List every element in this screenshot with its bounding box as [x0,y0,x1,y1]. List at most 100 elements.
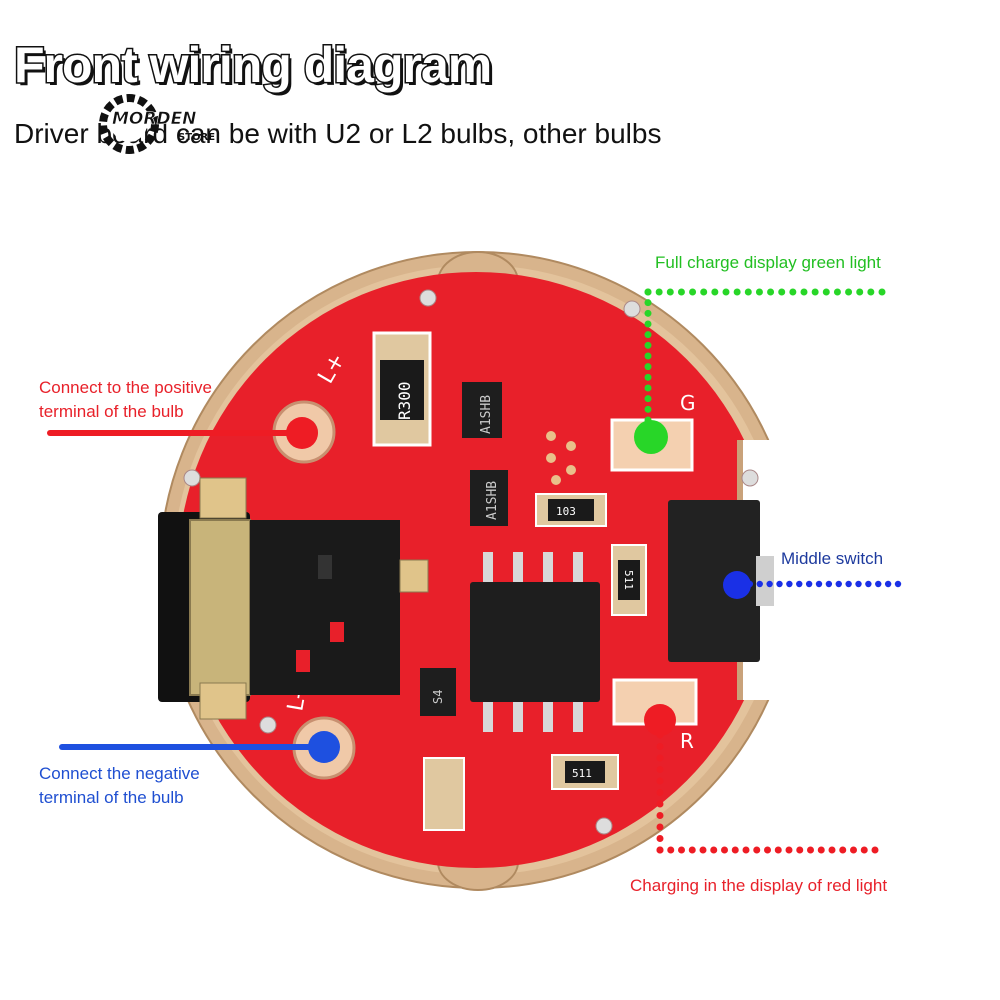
callout-dot-segment [817,846,825,854]
callout-dot-positive [286,417,318,449]
callout-dot-segment [656,823,664,831]
via [566,441,576,451]
chip-pin [573,702,583,732]
callout-dot-segment [733,288,741,296]
callout-dot-segment [756,580,763,588]
label-red-light: Charging in the display of red light [630,876,888,895]
callout-dot-segment [755,288,763,296]
callout-dot-segment [805,580,813,588]
callout-dot-segment [860,846,868,854]
label-negative-line1: Connect the negative [39,764,200,783]
corner-hole [419,289,437,307]
callout-dot-segment [767,288,775,296]
label-middle-switch: Middle switch [781,549,884,568]
callout-dot-segment [825,580,833,588]
via [546,431,556,441]
callout-dot-segment [689,288,697,296]
callout-dot-segment [742,846,750,854]
callout-dot-segment [656,777,664,785]
callout-dot-segment [867,288,875,296]
callout-dot-segment [855,580,862,588]
callout-dot-segment [656,743,664,750]
callout-dot-segment [875,580,882,588]
callout-dot-segment [644,395,652,403]
callout-line-red [656,731,879,854]
label-negative-line2: terminal of the bulb [39,788,184,807]
callout-dot-segment [678,846,685,854]
callout-dot-segment [865,580,872,588]
callout-dot-segment [811,288,819,296]
callout-dot-segment [644,331,652,339]
callout-dot-segment [815,580,823,588]
corner-hole [183,469,201,487]
callout-dot-segment [856,288,864,296]
label-positive-line2: terminal of the bulb [39,402,184,421]
middle-switch-body [668,500,760,662]
page-title: Front wiring diagram [12,36,493,95]
callout-dot-segment [656,835,664,842]
callout-dot-segment [796,580,803,588]
callout-dot-segment [656,789,664,796]
callout-dot-segment [666,288,674,296]
callout-dot-green [634,420,668,454]
corner-hole [259,716,277,734]
res-511-a-body [618,560,640,600]
store-logo-icon [99,94,159,154]
via [551,475,561,485]
chip-pin [483,702,493,732]
callout-dot-segment [644,299,652,307]
callout-dot-segment [878,288,886,296]
middle-switch-knob [756,556,774,606]
usb-connector-mark [296,650,310,672]
callout-dot-segment [828,846,836,854]
usb-connector-shell [189,519,251,696]
callout-dot-segment [835,580,842,588]
via [546,453,556,463]
cap-lower [423,757,465,831]
chip-pin [513,702,523,732]
chip-pin [543,552,553,582]
callout-dot-segment [894,580,902,588]
callout-dot-segment [776,580,783,588]
callout-dot-segment [721,846,728,854]
res-511-b-body [565,761,605,783]
callout-dot-segment [766,580,773,588]
res-r300-body [380,360,424,420]
callout-line-switch [736,580,902,588]
silk-103: 103 [556,505,576,518]
label-positive-line1: Connect to the positive [39,378,212,397]
silk-g: G [680,391,696,415]
callout-dot-segment [822,288,830,296]
callout-dot-segment [644,384,652,392]
callout-dot-segment [764,846,771,854]
callout-dot-segment [644,352,652,360]
callout-line-green [644,288,886,424]
callout-dot-segment [688,846,696,854]
usb-connector-mark [330,622,344,642]
callout-dot-segment [710,846,718,854]
usb-connector-pad [199,477,247,519]
callout-dot-segment [644,288,652,296]
callout-dot-segment [700,288,708,296]
callout-dot-segment [833,288,841,296]
callout-dot-segment [644,373,652,381]
silk-a1shb-2: A1SHB [485,481,500,520]
callout-dot-segment [655,288,663,296]
silk-s4: S4 [431,690,445,704]
callout-dot-segment [778,288,786,296]
silk-511-a: 511 [622,570,635,590]
callout-dot-segment [656,766,664,773]
callout-dot-segment [667,846,675,854]
callout-dot-segment [789,288,797,296]
usb-connector-tab [399,559,429,593]
usb-connector-body [250,520,400,695]
chip-pin [513,552,523,582]
callout-dot-segment [656,754,664,762]
silk-511-b: 511 [572,767,592,780]
callout-dot-segment [699,846,707,854]
callout-dot-segment [656,846,664,854]
store-logo-sub: STORE [178,132,216,143]
silk-a1shb-1: A1SHB [479,395,494,434]
callout-dot-red [644,704,676,736]
label-positive-terminal: Connect to the positive terminal of the … [39,376,212,424]
